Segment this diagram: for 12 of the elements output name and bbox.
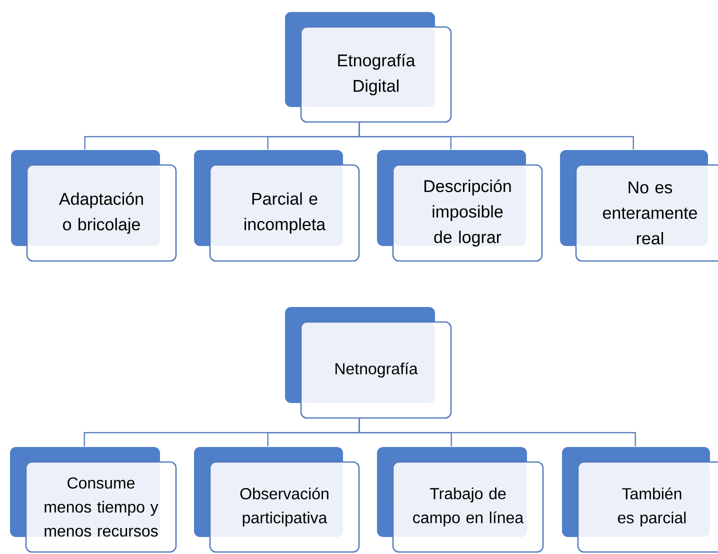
stacked-box: También es parcial	[562, 447, 718, 553]
stacked-box: Adaptación o bricolaje	[11, 150, 177, 262]
stacked-box: Trabajo de campo en línea	[377, 447, 544, 553]
stacked-box: Etnografía Digital	[285, 12, 452, 123]
stacked-box: Parcial e incompleta	[194, 150, 360, 262]
stacked-box: Consume menos tiempo y menos recursos	[10, 447, 177, 553]
stacked-box: Observación participativa	[194, 447, 360, 553]
connector-line	[358, 122, 634, 150]
connector-line	[358, 418, 636, 446]
stacked-box: No es enteramente real	[560, 150, 718, 262]
stacked-box: Netnografía	[285, 307, 452, 419]
stacked-box: Descripción imposible de lograr	[377, 150, 543, 262]
